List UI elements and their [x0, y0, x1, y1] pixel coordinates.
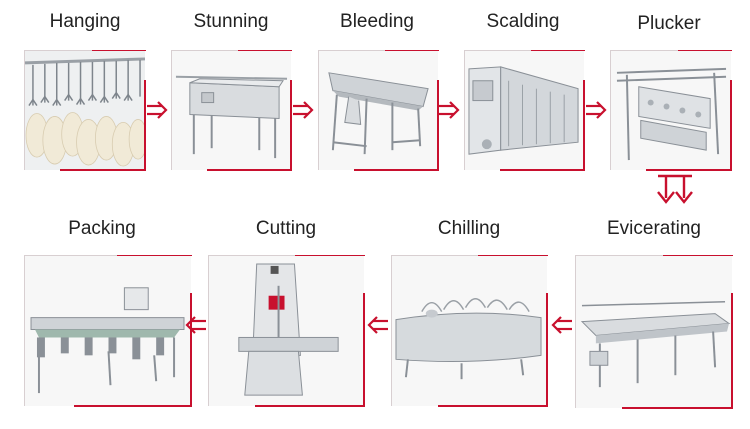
arrow-right-icon: [147, 101, 168, 119]
evisceration-table-photo: [575, 255, 734, 409]
hanging-line-photo: [24, 50, 146, 171]
arrow-left-icon: [551, 316, 572, 334]
step-label-packing: Packing: [68, 218, 136, 239]
plucker-machine-photo: [610, 50, 732, 171]
spiral-chiller-photo: [391, 255, 548, 407]
arrow-right-icon: [293, 101, 314, 119]
step-label-evicerating: Evicerating: [607, 218, 701, 239]
arrow-down-icon: [657, 174, 693, 204]
step-label-hanging: Hanging: [49, 11, 121, 32]
step-label-stunning: Stunning: [193, 11, 269, 32]
step-label-plucker: Plucker: [637, 13, 701, 34]
arrow-right-icon: [439, 101, 460, 119]
step-label-bleeding: Bleeding: [340, 11, 414, 32]
scalding-machine-photo: [464, 50, 585, 171]
bleeding-trough-photo: [318, 50, 439, 171]
arrow-left-icon: [367, 316, 388, 334]
step-label-chilling: Chilling: [437, 218, 501, 239]
arrow-left-icon: [185, 316, 206, 334]
arrow-right-icon: [586, 101, 607, 119]
weighing-grader-photo: [24, 255, 193, 407]
step-label-scalding: Scalding: [486, 11, 560, 32]
band-saw-photo: [208, 255, 365, 407]
step-label-cutting: Cutting: [255, 218, 317, 239]
stunning-tank-photo: [171, 50, 292, 171]
